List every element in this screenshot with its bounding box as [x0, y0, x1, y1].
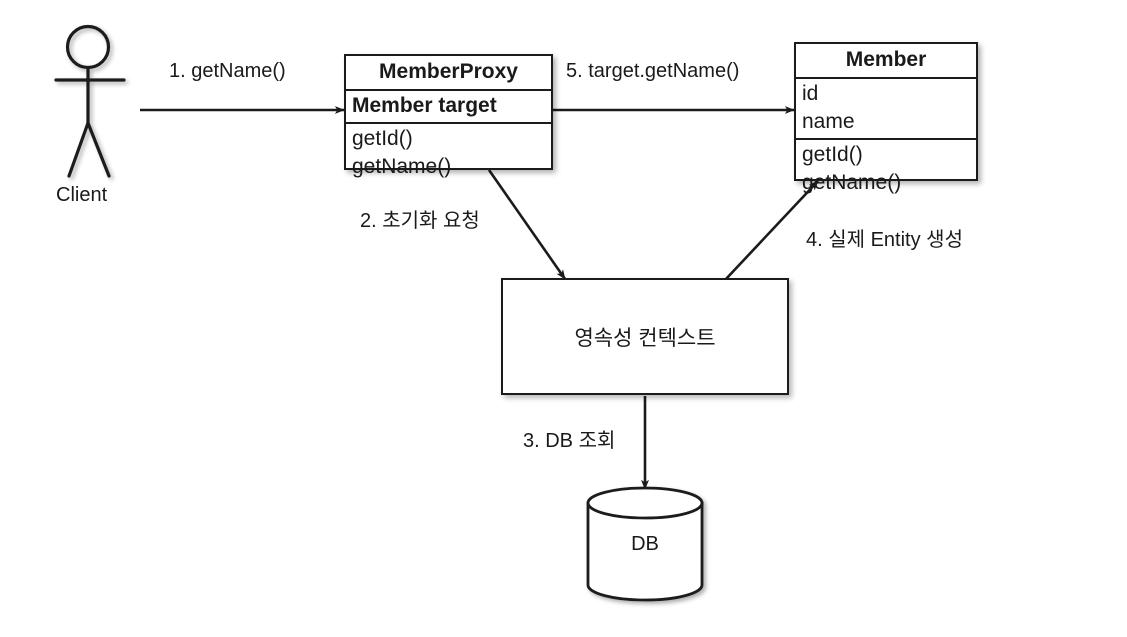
database-cylinder-top — [586, 486, 704, 520]
class-operation: getName() — [352, 154, 452, 178]
class-attribute: id — [802, 82, 819, 106]
arrow-label-step-5: 5. target.getName() — [566, 60, 740, 82]
arrow-label-step-3: 3. DB 조회 — [523, 430, 616, 452]
database-node[interactable]: DB — [586, 488, 704, 600]
stick-figure-icon — [54, 24, 126, 178]
arrow-label-step-4: 4. 실제 Entity 생성 — [806, 229, 963, 251]
arrow-label-step-2: 2. 초기화 요청 — [360, 210, 480, 232]
persistence-context-label: 영속성 컨텍스트 — [574, 326, 716, 350]
arrow-step-4 — [725, 180, 819, 280]
class-box-memberproxy[interactable]: MemberProxy Member target getId() getNam… — [344, 54, 553, 178]
stick-figure-head — [65, 24, 111, 70]
class-operation: getId() — [352, 127, 413, 151]
class-operations-member: getId() getName() — [796, 140, 976, 198]
class-attribute: name — [802, 110, 855, 134]
class-operations-memberproxy: getId() getName() — [346, 124, 551, 182]
database-cylinder-body — [586, 501, 704, 602]
persistence-context-box[interactable]: 영속성 컨텍스트 — [501, 278, 789, 395]
database-cylinder-icon — [586, 486, 704, 602]
class-title-memberproxy: MemberProxy — [346, 56, 551, 92]
class-operation: getName() — [802, 170, 902, 194]
class-attribute: Member target — [352, 94, 497, 118]
class-title-member: Member — [796, 44, 976, 80]
database-label: DB — [631, 532, 659, 555]
stick-figure-leg-right — [86, 121, 111, 178]
class-attributes-memberproxy: Member target — [346, 91, 551, 125]
stick-figure-leg-left — [67, 121, 90, 178]
class-operation: getId() — [802, 142, 863, 166]
arrow-step-2 — [487, 169, 567, 280]
class-attributes-member: id name — [796, 79, 976, 140]
arrow-label-step-1: 1. getName() — [169, 60, 286, 82]
actor-label-client: Client — [56, 184, 108, 206]
class-box-member[interactable]: Member id name getId() getName() — [794, 42, 978, 194]
